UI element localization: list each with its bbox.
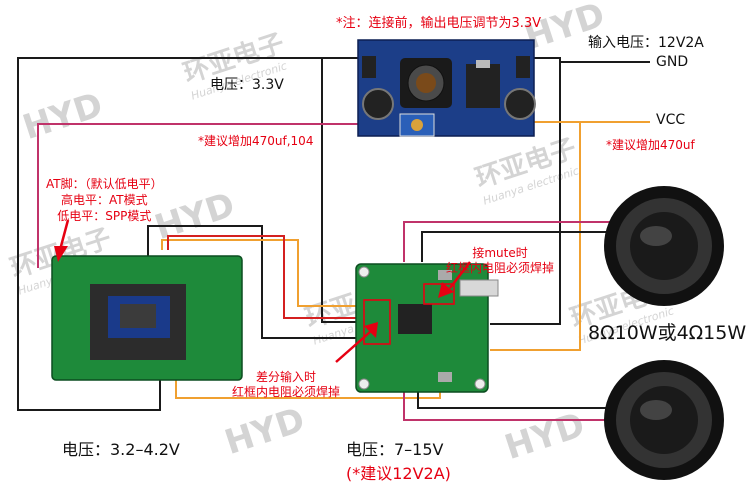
diff-note: 差分输入时 红框内电阻必须焊掉 xyxy=(232,370,340,400)
arrow-mute-head xyxy=(438,282,454,298)
input-voltage-label: 输入电压：12V2A xyxy=(588,35,704,51)
speaker-bottom xyxy=(604,360,724,480)
voltage-3v3-label: 电压：3.3V xyxy=(210,77,284,93)
speaker-top xyxy=(604,186,724,306)
amp-voltage-label: 电压：7–15V xyxy=(346,440,444,459)
diff-line-2: 红框内电阻必须焊掉 xyxy=(232,385,341,399)
wire-spk1-b xyxy=(421,231,618,262)
wire-3v3 xyxy=(37,123,370,268)
mute-line-1: 接mute时 xyxy=(472,246,528,260)
vcc-label: VCC xyxy=(656,112,686,128)
at-pin-line-3: 低电平：SPP模式 xyxy=(57,209,152,223)
at-pin-line-2: 高电平：AT模式 xyxy=(61,193,148,207)
at-pin-note: AT脚：（默认低电平） 高电平：AT模式 低电平：SPP模式 xyxy=(46,176,163,224)
mute-line-2: 红框内电阻必须焊掉 xyxy=(446,261,555,275)
wire-audio-black xyxy=(147,225,360,339)
cap-suggest-left: *建议增加470uf,104 xyxy=(198,134,314,148)
bt-voltage-label: 电压：3.2–4.2V xyxy=(62,440,180,459)
amplifier-board xyxy=(355,263,499,393)
wire-audio-orange-bottom xyxy=(175,380,441,399)
wire-spk2-b xyxy=(417,392,618,409)
arrow-mute xyxy=(449,261,471,289)
cap-suggest-right: *建议增加470uf xyxy=(606,138,695,152)
wire-gnd-vert xyxy=(490,58,561,325)
wire-gnd-amp xyxy=(321,58,362,323)
wire-vcc xyxy=(490,121,581,351)
mute-note: 接mute时 红框内电阻必须焊掉 xyxy=(446,246,554,276)
top-note: *注：连接前，输出电压调节为3.3V xyxy=(336,16,542,31)
amp-suggest-label: (*建议12V2A) xyxy=(346,464,451,483)
arrow-diff-head xyxy=(364,322,378,338)
wire-audio-orange xyxy=(161,239,360,307)
arrow-diff xyxy=(335,331,371,363)
gnd-label: GND xyxy=(656,54,689,70)
wire-red xyxy=(167,235,358,319)
buck-converter-board xyxy=(357,39,536,137)
at-pin-line-1: AT脚：（默认低电平） xyxy=(46,177,163,191)
arrow-at-pin-head xyxy=(54,246,68,262)
wire-spk1-a xyxy=(403,221,640,262)
speaker-spec: 8Ω10W或4Ω15W xyxy=(588,322,747,344)
arrow-at-pin xyxy=(58,219,70,251)
wire-spk2-a xyxy=(403,392,640,421)
diff-line-1: 差分输入时 xyxy=(256,370,317,384)
bluetooth-board xyxy=(51,255,243,381)
